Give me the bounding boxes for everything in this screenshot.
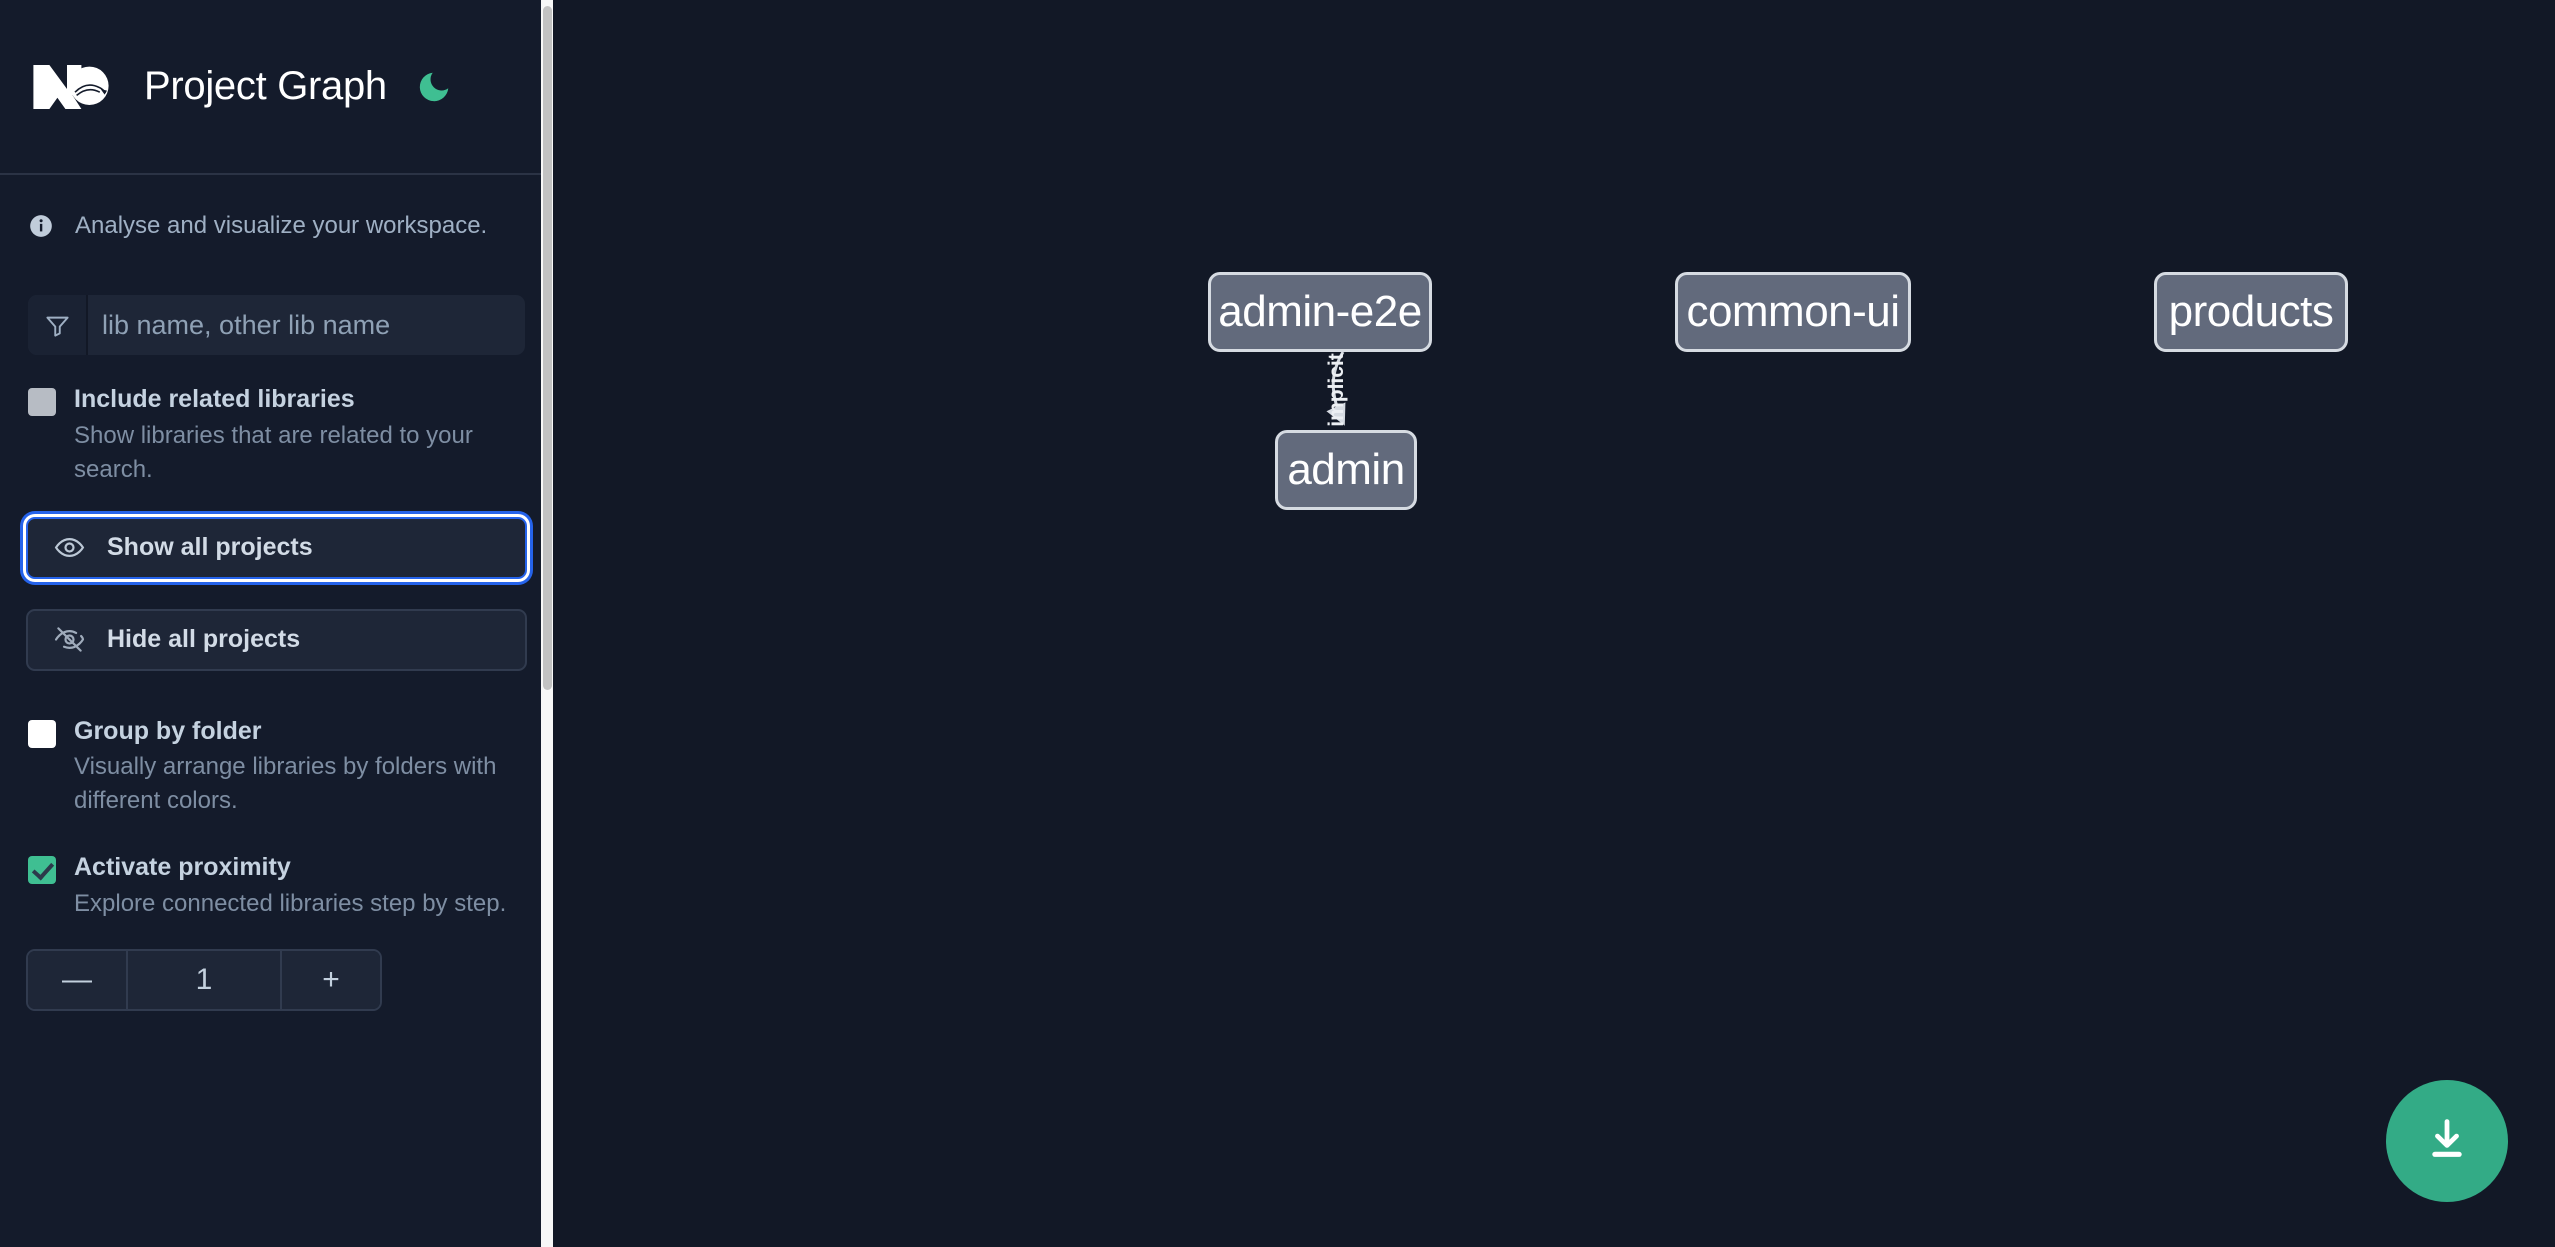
graph-canvas[interactable]: admin-e2e common-ui products store-e2e a… [553, 0, 2555, 1247]
option-group-by-folder[interactable]: Group by folder Visually arrange librari… [0, 715, 553, 819]
graph-node-label: common-ui [1686, 287, 1900, 336]
option-description: Show libraries that are related to your … [74, 421, 473, 483]
graph-node-label: products [2168, 287, 2334, 336]
page-title: Project Graph [144, 64, 387, 108]
option-title: Activate proximity [74, 853, 291, 882]
graph-node-label: admin [1287, 445, 1405, 494]
proximity-value: 1 [128, 950, 280, 1009]
proximity-stepper[interactable]: — 1 + [26, 948, 382, 1011]
show-all-projects-button[interactable]: Show all projects [26, 516, 527, 579]
nx-logo-icon [27, 56, 115, 118]
option-text-block: Activate proximity Explore connected lib… [74, 851, 506, 921]
moon-icon[interactable] [415, 68, 453, 106]
info-icon [28, 213, 54, 239]
include-related-libraries-checkbox[interactable] [28, 388, 56, 416]
sidebar-scrollbar-track[interactable] [541, 0, 553, 1247]
tagline: Analyse and visualize your workspace. [0, 175, 553, 277]
option-include-related-libraries[interactable]: Include related libraries Show libraries… [0, 383, 553, 487]
sidebar: Project Graph Analyse and visualize yo [0, 0, 553, 1247]
graph-node-label: admin-e2e [1218, 287, 1422, 336]
option-text-block: Include related libraries Show libraries… [74, 383, 514, 487]
proximity-decrement-button[interactable]: — [28, 950, 128, 1009]
hide-all-projects-wrap: Hide all projects [0, 608, 553, 671]
graph-node-products[interactable]: products [2154, 272, 2348, 352]
graph-node-admin-e2e[interactable]: admin-e2e [1208, 272, 1432, 352]
show-all-projects-label: Show all projects [107, 533, 313, 562]
sidebar-header: Project Graph [0, 0, 553, 175]
option-text-block: Group by folder Visually arrange librari… [74, 715, 514, 819]
show-all-projects-wrap: Show all projects [0, 516, 553, 579]
proximity-stepper-wrap: — 1 + [0, 948, 553, 1011]
graph-node-admin[interactable]: admin [1275, 430, 1417, 510]
download-graph-button[interactable] [2386, 1080, 2508, 1202]
option-description: Visually arrange libraries by folders wi… [74, 753, 497, 815]
option-description: Explore connected libraries step by step… [74, 889, 507, 917]
edge-label-admin-implicit: implicit [1324, 353, 1348, 427]
download-icon [2421, 1114, 2473, 1169]
option-title: Group by folder [74, 716, 262, 745]
eye-off-icon [54, 624, 85, 655]
search-input[interactable] [88, 295, 525, 355]
option-title: Include related libraries [74, 385, 355, 413]
hide-all-projects-button[interactable]: Hide all projects [26, 608, 527, 671]
activate-proximity-checkbox[interactable] [28, 856, 56, 885]
group-by-folder-checkbox[interactable] [28, 719, 56, 748]
search-box[interactable] [28, 295, 525, 355]
tagline-text: Analyse and visualize your workspace. [75, 212, 488, 239]
filter-section [0, 295, 553, 355]
sidebar-scrollbar-thumb[interactable] [543, 6, 552, 690]
option-activate-proximity[interactable]: Activate proximity Explore connected lib… [0, 851, 553, 921]
eye-icon [54, 532, 85, 563]
hide-all-projects-label: Hide all projects [107, 625, 301, 654]
filter-funnel-icon[interactable] [28, 295, 88, 355]
graph-edges [1326, 351, 1346, 426]
proximity-increment-button[interactable]: + [280, 950, 380, 1009]
graph-node-common-ui[interactable]: common-ui [1675, 272, 1911, 352]
